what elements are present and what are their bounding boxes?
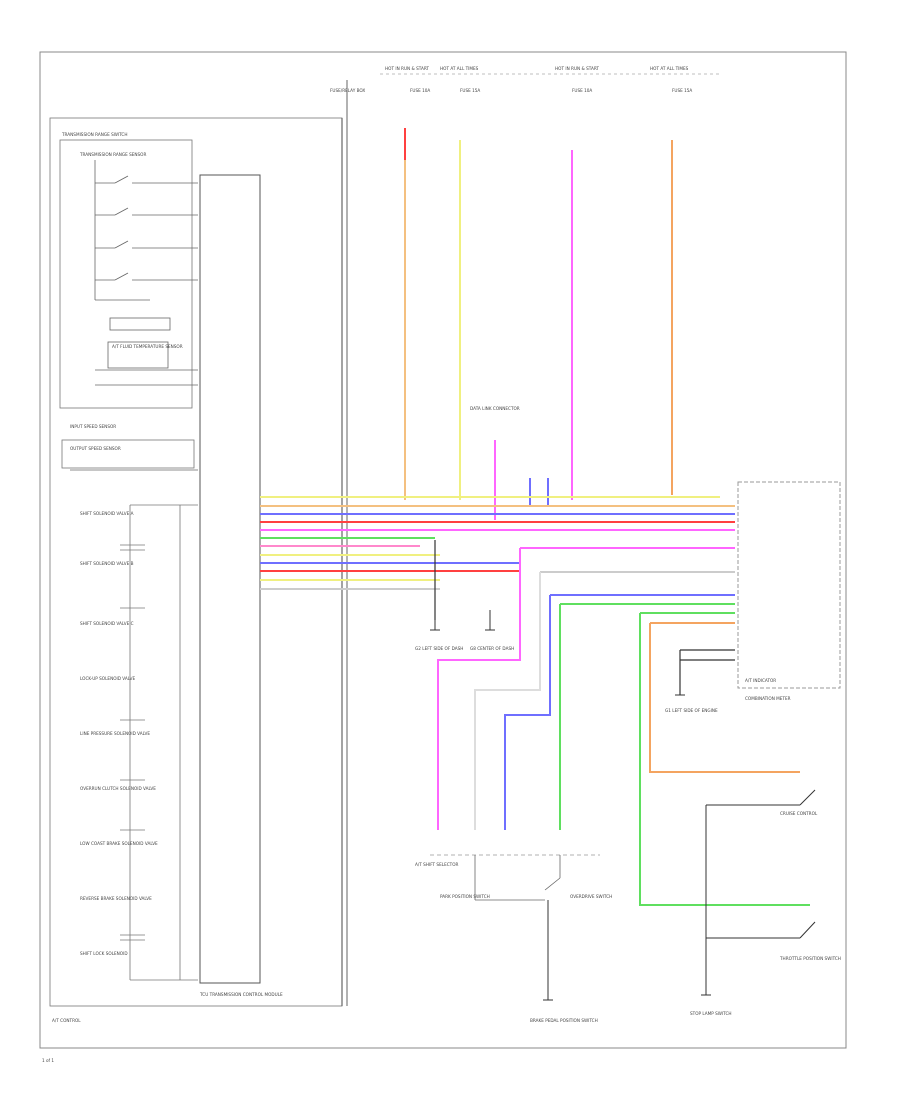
fuse-a: FUSE 10A bbox=[410, 88, 430, 93]
hot-run-start-1: HOT IN RUN & START bbox=[385, 66, 429, 71]
wire-v-blue bbox=[504, 595, 551, 830]
range-switch-contacts bbox=[94, 160, 198, 386]
range-switch-box bbox=[59, 139, 193, 409]
throttle-switch-label: THROTTLE POSITION SWITCH bbox=[779, 956, 841, 961]
ecm-label: COMBINATION METER bbox=[745, 696, 791, 701]
speed-sensor-box bbox=[61, 439, 195, 469]
wire-v-grey bbox=[474, 572, 541, 830]
range-sensor-label: TRANSMISSION RANGE SENSOR bbox=[79, 152, 146, 157]
shift-lock-sol-label: SHIFT LOCK SOLENOID bbox=[80, 951, 128, 956]
at-indicator-label: A/T INDICATOR bbox=[745, 678, 776, 683]
fuse-b: FUSE 15A bbox=[460, 88, 480, 93]
hot-run-start-2: HOT IN RUN & START bbox=[555, 66, 599, 71]
tcm-block bbox=[199, 174, 261, 984]
shift-sol-a-label: SHIFT SOLENOID VALVE A bbox=[80, 511, 134, 516]
ecm-block bbox=[737, 481, 841, 689]
overdrive-label: OVERDRIVE SWITCH bbox=[570, 894, 612, 899]
shift-selector-label: A/T SHIFT SELECTOR bbox=[415, 862, 458, 867]
fuse-d: FUSE 15A bbox=[672, 88, 692, 93]
page-ref: 1 of 1 bbox=[42, 1058, 54, 1063]
shift-sol-c-label: SHIFT SOLENOID VALVE C bbox=[80, 621, 134, 626]
data-link-label: DATA LINK CONNECTOR bbox=[470, 406, 520, 411]
hot-at-all-times-1: HOT AT ALL TIMES bbox=[440, 66, 479, 71]
output-speed-label: OUTPUT SPEED SENSOR bbox=[70, 446, 121, 451]
shift-selector-switches bbox=[474, 855, 561, 901]
reverse-brake-label: REVERSE BRAKE SOLENOID VALVE bbox=[80, 896, 152, 901]
brake-pedal-label: BRAKE PEDAL POSITION SWITCH bbox=[530, 1018, 598, 1023]
fuse-c: FUSE 10A bbox=[572, 88, 592, 93]
at-fluid-temp-label: A/T FLUID TEMPERATURE SENSOR bbox=[112, 344, 183, 349]
line-pressure-label: LINE PRESSURE SOLENOID VALVE bbox=[80, 731, 150, 736]
ground-a-label: G2 LEFT SIDE OF DASH bbox=[415, 646, 463, 651]
hot-at-all-times-2: HOT AT ALL TIMES bbox=[650, 66, 689, 71]
wire-throttle bbox=[639, 613, 810, 906]
ground-symbols bbox=[430, 610, 711, 1001]
right-switches bbox=[706, 789, 816, 939]
input-speed-label: INPUT SPEED SENSOR bbox=[70, 424, 116, 429]
power-headers: HOT IN RUN & START HOT AT ALL TIMES HOT … bbox=[330, 66, 720, 93]
ground-b-label: G8 CENTER OF DASH bbox=[470, 646, 514, 651]
park-position-label: PARK POSITION SWITCH bbox=[440, 894, 490, 899]
stop-lamp-label: STOP LAMP SWITCH bbox=[690, 1011, 732, 1016]
diagram-title: A/T CONTROL bbox=[52, 1018, 81, 1023]
wire-v-pink bbox=[437, 548, 521, 830]
diagram-frame bbox=[39, 51, 847, 1049]
solenoid-labels: SHIFT SOLENOID VALVE A SHIFT SOLENOID VA… bbox=[80, 511, 158, 956]
wire-park bbox=[649, 623, 800, 773]
park-switch-label: CRUISE CONTROL bbox=[780, 811, 818, 816]
tcm-label: TCU TRANSMISSION CONTROL MODULE bbox=[199, 992, 283, 997]
ground-c-label: G1 LEFT SIDE OF ENGINE bbox=[665, 708, 718, 713]
range-switch-label: TRANSMISSION RANGE SWITCH bbox=[61, 132, 128, 137]
shift-sol-b-label: SHIFT SOLENOID VALVE B bbox=[80, 561, 134, 566]
overrun-clutch-label: OVERRUN CLUTCH SOLENOID VALVE bbox=[80, 786, 156, 791]
solenoid-coils bbox=[120, 504, 198, 981]
lc-sol-label: LOCK-UP SOLENOID VALVE bbox=[80, 676, 135, 681]
fusible-link-box: FUSE/RELAY BOX bbox=[330, 88, 365, 93]
low-coast-label: LOW COAST BRAKE SOLENOID VALVE bbox=[80, 841, 158, 846]
